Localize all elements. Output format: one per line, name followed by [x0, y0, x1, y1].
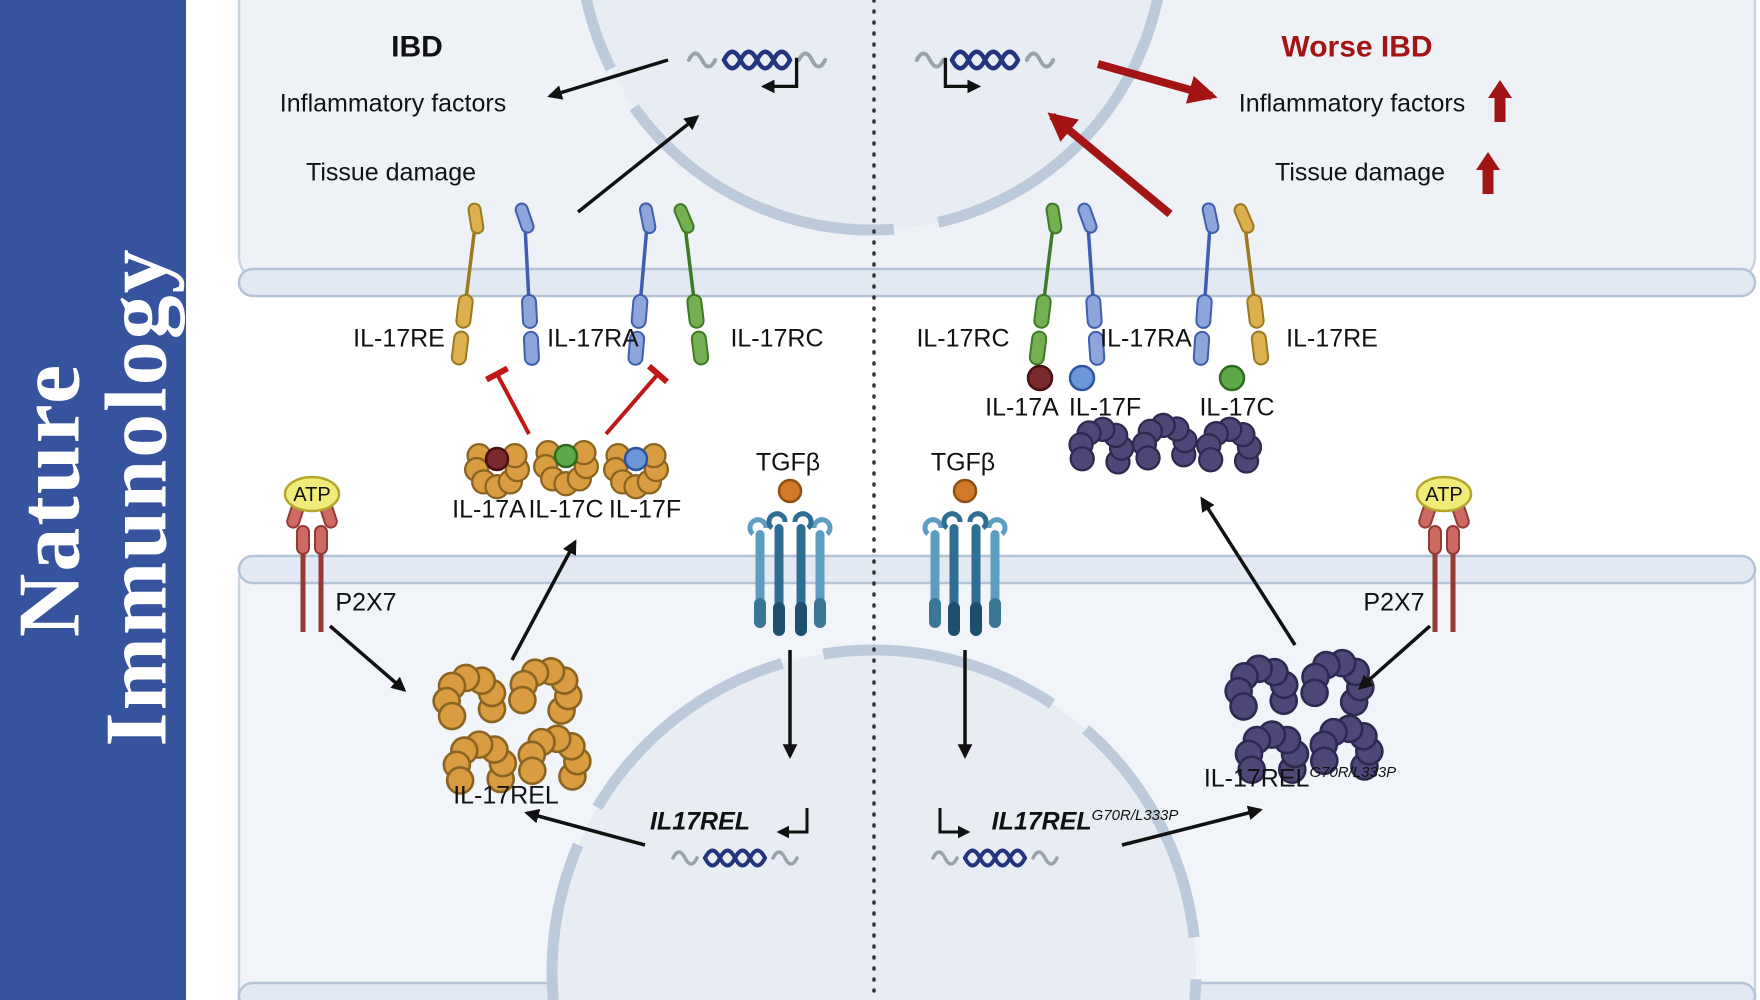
gene-mutation-superscript: G70R/L333P [1091, 807, 1179, 825]
gene-name-right: IL17REL [991, 807, 1092, 836]
membrane-top-cell [237, 267, 1757, 298]
label-il17re-left: IL-17RE [353, 324, 445, 353]
atp-molecule-right [1415, 475, 1473, 513]
label-tgfb-right: TGFβ [930, 448, 996, 477]
label-inflammatory-right: Inflammatory factors [1238, 89, 1466, 118]
label-il17f-left: IL-17F [608, 495, 682, 524]
label-il17rel-mutant-right: IL-17RELG70R/L333P [1203, 764, 1397, 793]
arrow-p2x7-to-il17rel-right [1357, 624, 1432, 690]
arrow-receptor-to-nucleus-left [576, 115, 700, 214]
il17rel-cytokine-complexes-left [463, 439, 670, 500]
label-il17ra-left: IL-17RA [547, 324, 639, 353]
red-arrows [1047, 60, 1218, 218]
arrow-il17rel-mutant-up-right [1200, 496, 1297, 646]
il17c-dot-left [553, 443, 579, 469]
nucleus-bottom [546, 644, 1202, 1000]
label-il17c-right: IL-17C [1199, 393, 1275, 422]
il17rel-mutation-superscript: G70R/L333P [1309, 764, 1397, 782]
label-gene-il17rel-left: IL17REL [650, 808, 750, 836]
dna-top-left [689, 52, 825, 94]
label-il17rc-left: IL-17RC [730, 324, 824, 353]
label-il17c-left: IL-17C [528, 495, 604, 524]
up-arrow-tissue-right [1476, 152, 1500, 194]
tgfb-ligand-right [952, 478, 978, 504]
gene-name-left: IL17REL [649, 807, 751, 836]
label-p2x7-left: P2X7 [335, 588, 397, 617]
journal-banner: Nature Immunology [0, 0, 186, 1000]
il17a-dot-left [484, 446, 510, 472]
tbar-block-il17ra-rc [604, 363, 670, 436]
il17rel-mutant-name: IL-17REL [1203, 764, 1310, 793]
label-il17rel-left: IL-17REL [453, 781, 559, 810]
label-atp-right: ATP [1425, 484, 1463, 506]
tgfb-ligand-left [777, 478, 803, 504]
label-il17a-right: IL-17A [985, 393, 1059, 422]
il17c-dot-right [1218, 364, 1246, 392]
il17f-dot-left [623, 446, 649, 472]
arrow-il17rel-to-cytokines-left [510, 539, 577, 661]
label-tgfb-left: TGFβ [755, 448, 821, 477]
arrow-p2x7-to-il17rel-left [328, 624, 407, 692]
panel-title-ibd: IBD [391, 30, 443, 64]
label-p2x7-right: P2X7 [1363, 588, 1425, 617]
nucleus-top [574, 0, 1170, 236]
dna-bottom-left [671, 808, 809, 868]
arrow-receptor-to-nucleus-right [1047, 112, 1173, 218]
label-il17a-left: IL-17A [452, 495, 526, 524]
label-atp-left: ATP [293, 484, 331, 506]
label-il17re-right: IL-17RE [1286, 324, 1378, 353]
arrow-gene-to-il17rel-right [1121, 805, 1263, 847]
label-tissue-left: Tissue damage [306, 158, 476, 187]
tbar-block-il17re-ra [485, 365, 531, 435]
label-il17ra-right: IL-17RA [1100, 324, 1192, 353]
arrow-dna-to-inflammation-right [1096, 60, 1218, 104]
black-arrows [328, 58, 1432, 847]
panel-title-worse-ibd: Worse IBD [1281, 30, 1433, 64]
label-inflammatory-left: Inflammatory factors [279, 89, 507, 118]
arrow-dna-to-inflammation-left [547, 58, 669, 100]
label-gene-il17rel-right: IL17RELG70R/L333P [991, 807, 1179, 836]
il17f-dot-right [1068, 364, 1096, 392]
label-il17f-right: IL-17F [1068, 393, 1142, 422]
epithelial-cell-top [237, 0, 1757, 298]
label-tissue-right: Tissue damage [1275, 158, 1445, 187]
inhibition-tbars [485, 363, 670, 436]
arrow-gene-to-il17rel-left [524, 808, 646, 847]
atp-molecule-left [283, 475, 341, 513]
dna-top-right [917, 52, 1053, 94]
label-il17rc-right: IL-17RC [916, 324, 1010, 353]
up-arrow-inflammatory-right [1488, 80, 1512, 122]
il17a-dot-right [1026, 364, 1054, 392]
dna-bottom-right [931, 808, 1059, 868]
